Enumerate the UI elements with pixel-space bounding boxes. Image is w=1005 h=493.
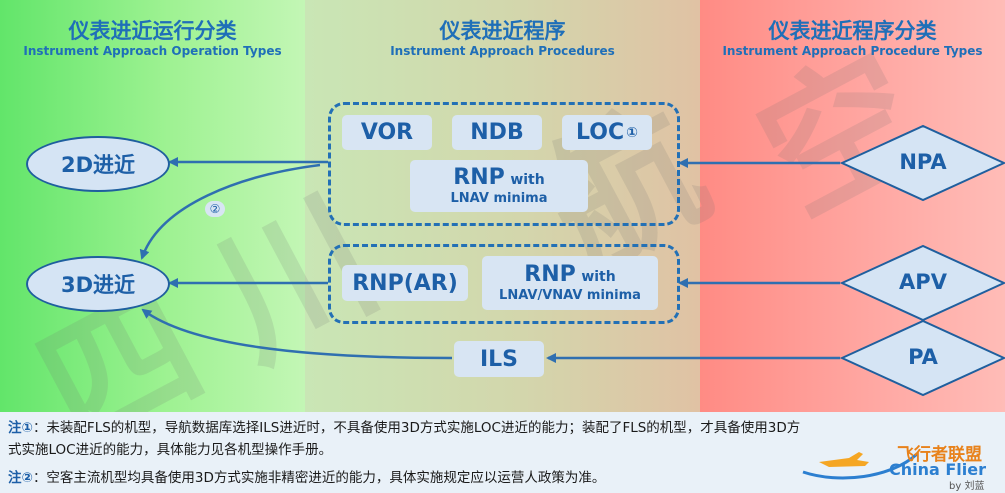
rnp-lnav-with: with xyxy=(510,172,545,188)
diagram-canvas: 仪表进近运行分类 Instrument Approach Operation T… xyxy=(0,0,1005,412)
operation-2d-ellipse: 2D进近 xyxy=(26,136,170,192)
rnp-lnav-vnav-with: with xyxy=(581,269,616,285)
apv-procedures-group xyxy=(328,244,680,324)
pa-label: PA xyxy=(908,345,938,369)
operation-types-title: 仪表进近运行分类 xyxy=(68,19,237,43)
note-1-label: 注① xyxy=(8,420,33,436)
rnp-lnav-vnav-sub: LNAV/VNAV minima xyxy=(499,288,641,304)
apv-label: APV xyxy=(899,270,947,294)
note-2: 注②：空客主流机型均具备使用3D方式实施非精密进近的能力，具体实施规定应以运营人… xyxy=(8,467,998,489)
vor-box: VOR xyxy=(342,115,432,150)
procedures-title: 仪表进近程序 xyxy=(439,19,566,43)
rnp-lnav-title: RNP xyxy=(453,165,505,190)
rnp-lnav-sub: LNAV minima xyxy=(450,191,548,207)
logo-by: by 刘蓝 xyxy=(949,481,985,492)
rnp-ar-box: RNP(AR) xyxy=(342,265,468,301)
procedures-subtitle: Instrument Approach Procedures xyxy=(390,44,615,58)
loc-note-marker: ① xyxy=(626,124,638,141)
npa-procedures-group xyxy=(328,102,680,226)
note-2-marker: ② xyxy=(205,201,225,217)
ils-box: ILS xyxy=(454,341,544,377)
operation-types-subtitle: Instrument Approach Operation Types xyxy=(23,44,282,58)
note-1-text: ：未装配FLS的机型，导航数据库选择ILS进近时，不具备使用3D方式实施LOC进… xyxy=(8,420,801,458)
arrow-ils-to-3d xyxy=(141,308,453,360)
rnp-lnav-vnav-title: RNP xyxy=(524,262,576,287)
connector-lines xyxy=(139,124,1005,397)
npa-diamond xyxy=(839,124,1005,202)
rnp-lnav-vnav-box: RNP with LNAV/VNAV minima xyxy=(482,256,658,310)
ndb-box: NDB xyxy=(452,115,542,150)
loc-label: LOC xyxy=(576,120,625,145)
arrow-npa-to-3d xyxy=(139,163,321,260)
procedure-types-subtitle: Instrument Approach Procedure Types xyxy=(722,44,983,58)
procedure-types-title: 仪表进近程序分类 xyxy=(768,19,937,43)
pa-diamond xyxy=(839,319,1005,397)
note-2-label: 注② xyxy=(8,470,33,486)
operation-3d-ellipse: 3D进近 xyxy=(26,256,170,312)
logo-zh: 飞行者联盟 xyxy=(897,445,982,465)
operation-types-panel: 仪表进近运行分类 Instrument Approach Operation T… xyxy=(0,0,305,412)
china-flier-logo: 飞行者联盟 China Flier by 刘蓝 xyxy=(799,440,999,492)
note-2-text: ：空客主流机型均具备使用3D方式实施非精密进近的能力，具体实施规定应以运营人政策… xyxy=(32,470,606,486)
logo-en: China Flier xyxy=(889,460,987,479)
rnp-lnav-box: RNP with LNAV minima xyxy=(410,160,588,212)
plane-swoosh-icon xyxy=(802,452,919,480)
note-1: 注①：未装配FLS的机型，导航数据库选择ILS进近时，不具备使用3D方式实施LO… xyxy=(8,417,808,461)
npa-label: NPA xyxy=(899,150,947,174)
apv-diamond xyxy=(839,244,1005,322)
